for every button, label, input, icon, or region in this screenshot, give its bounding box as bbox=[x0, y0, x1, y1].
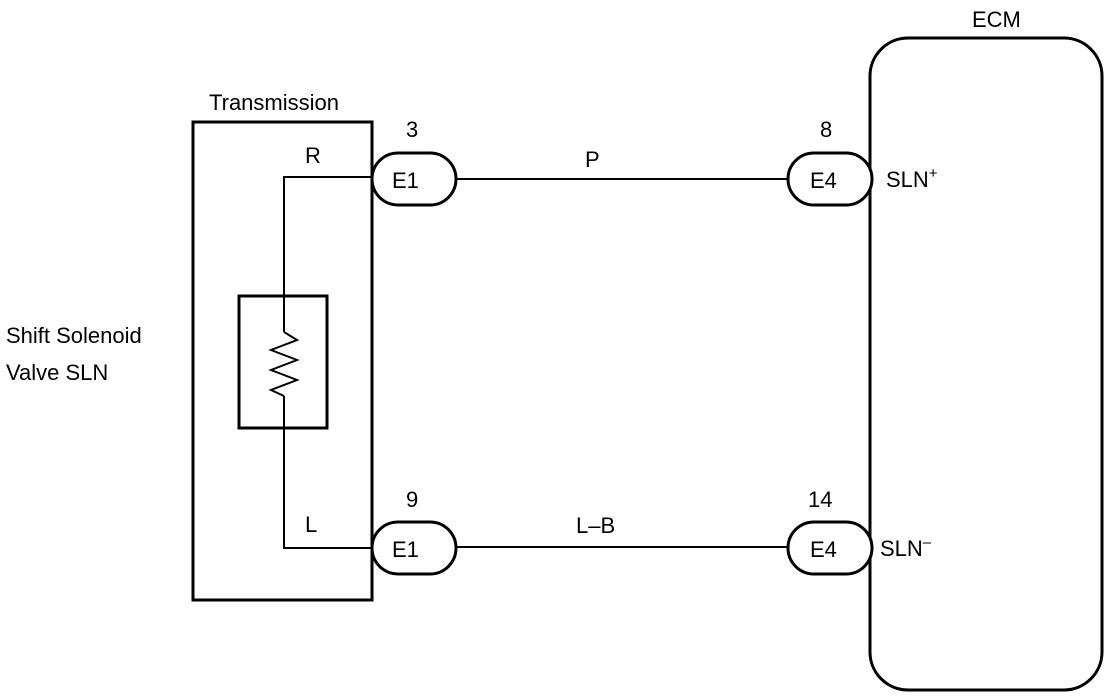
terminal-sln-minus-sign: – bbox=[923, 534, 932, 551]
terminal-sln-plus: SLN+ bbox=[886, 165, 938, 192]
solenoid-bottom-wire-color: L bbox=[305, 512, 317, 537]
terminal-sln-plus-base: SLN bbox=[886, 167, 929, 192]
connector-e1-top-label: E1 bbox=[392, 168, 419, 193]
terminal-sln-minus: SLN– bbox=[880, 534, 932, 561]
connector-e1-bottom-pin: 9 bbox=[406, 487, 418, 512]
harness-wire-top-color: P bbox=[585, 147, 600, 172]
connector-e1-bottom-label: E1 bbox=[392, 537, 419, 562]
connector-e4-top-label: E4 bbox=[810, 168, 837, 193]
transmission-box bbox=[191, 120, 374, 602]
solenoid-top-wire-color: R bbox=[305, 143, 321, 168]
connector-e1-top bbox=[370, 151, 458, 207]
connector-e4-top bbox=[786, 151, 874, 207]
connector-e1-top-pin: 3 bbox=[406, 117, 418, 142]
ecm-label: ECM bbox=[972, 7, 1021, 32]
connector-e4-bottom bbox=[786, 520, 874, 576]
solenoid-label-line1: Shift Solenoid bbox=[6, 323, 142, 348]
terminal-sln-plus-sign: + bbox=[929, 165, 938, 182]
connector-e1-bottom bbox=[370, 520, 458, 576]
ecm-box bbox=[868, 36, 1104, 692]
connector-e4-bottom-label: E4 bbox=[810, 537, 837, 562]
harness-wire-bottom-color: L–B bbox=[576, 513, 615, 538]
connector-e4-top-pin: 8 bbox=[820, 117, 832, 142]
solenoid-top-wire bbox=[283, 176, 372, 332]
solenoid-label-line2: Valve SLN bbox=[6, 360, 108, 385]
transmission-label: Transmission bbox=[209, 90, 339, 115]
terminal-sln-minus-base: SLN bbox=[880, 536, 923, 561]
solenoid-bottom-wire bbox=[283, 396, 372, 549]
connector-e4-bottom-pin: 14 bbox=[808, 487, 832, 512]
resistor-coil-icon bbox=[268, 331, 300, 397]
